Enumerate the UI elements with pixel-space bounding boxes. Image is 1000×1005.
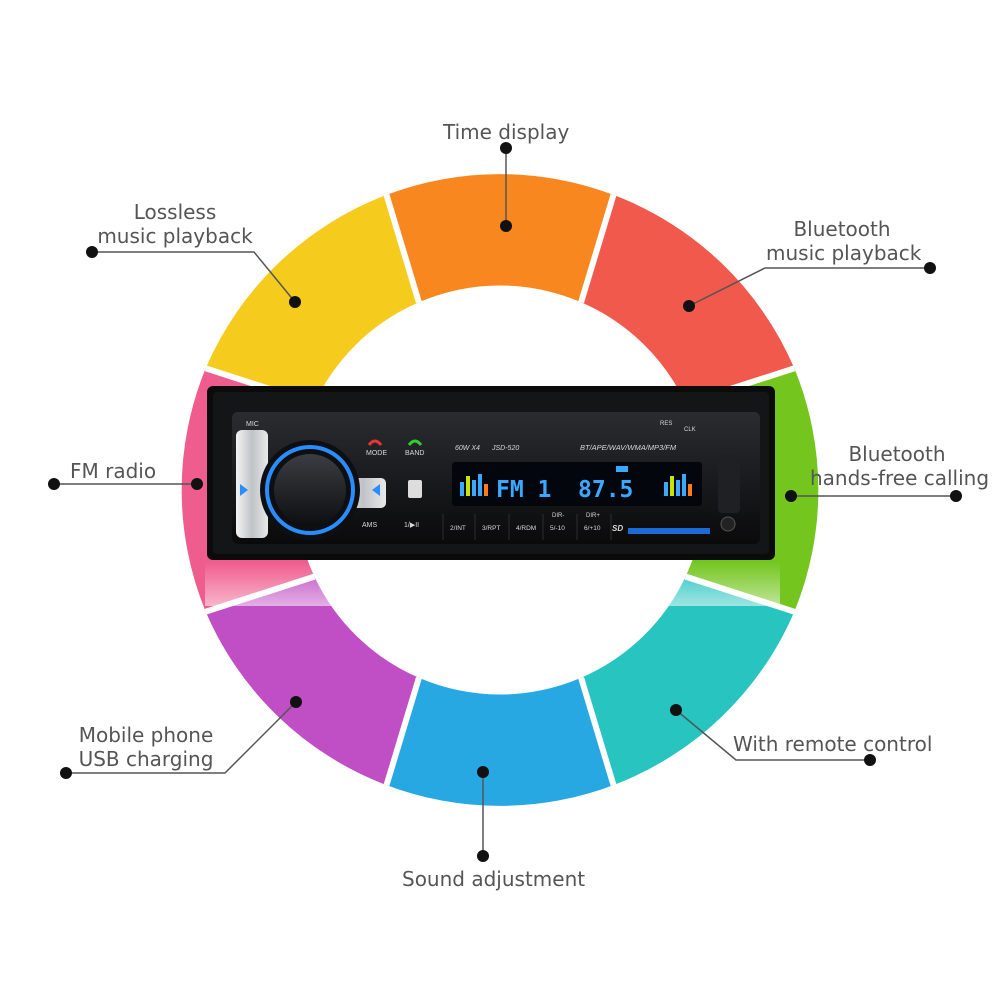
mic-label: MIC (246, 421, 259, 428)
lcd-display (452, 462, 702, 506)
answer-icon[interactable] (407, 439, 423, 446)
feature-usb-line2: USB charging (78, 747, 214, 771)
feature-time-display: Time display (443, 120, 570, 144)
usb-port[interactable] (718, 455, 740, 513)
leader-lines (54, 148, 956, 856)
ring-segment-orange (386, 174, 614, 303)
bluetooth-indicator (616, 466, 628, 472)
dir-plus-label: DIR+ (586, 513, 600, 519)
leader-dots (48, 142, 962, 862)
next-track-icon[interactable] (372, 484, 380, 496)
feature-usb-charging: Mobile phone USB charging (74, 723, 218, 771)
preset-3-button[interactable]: 3/RPT (482, 525, 500, 532)
hangup-icon[interactable] (367, 439, 383, 446)
feature-bt-music-line2: music playback (766, 241, 922, 265)
ir-receiver (408, 480, 422, 498)
sd-logo: SD (612, 524, 623, 533)
preset-key-dividers (442, 514, 612, 540)
preset-1-button[interactable]: 1/▶II (404, 522, 419, 529)
preset-6-button[interactable]: 6/+10 (584, 525, 601, 532)
feature-bt-calling-line2: hands-free calling (810, 466, 990, 490)
ring-segment-teal (581, 576, 795, 786)
volume-knob[interactable] (274, 454, 346, 526)
feature-bluetooth-calling: Bluetooth hands-free calling (810, 442, 990, 490)
feature-lossless-line2: music playback (97, 224, 253, 248)
preset-2-button[interactable]: 2/INT (450, 525, 466, 532)
ring-segment-yellow (205, 194, 419, 404)
feature-bluetooth-music: Bluetooth music playback (766, 217, 922, 265)
mode-button[interactable]: MODE (366, 450, 387, 457)
ring-segment-blue (386, 677, 614, 806)
dir-minus-label: DIR- (552, 513, 564, 519)
ams-button[interactable]: AMS (362, 522, 378, 529)
power-label: 60W X4 (455, 445, 480, 452)
aux-jack[interactable] (720, 516, 736, 532)
spectrum-right (664, 474, 692, 496)
feature-bt-calling-line1: Bluetooth (848, 442, 946, 466)
clk-button[interactable]: CLK (684, 427, 696, 433)
car-stereo: MIC MODE BAND AMS 1/▶II 2/INT 3/RPT 4/RD… (207, 386, 775, 560)
feature-sound-adjustment: Sound adjustment (402, 867, 586, 891)
feature-fm-radio: FM radio (70, 459, 157, 483)
ring-segment-purple (205, 576, 419, 786)
device-labels: MIC MODE BAND AMS 1/▶II 2/INT 3/RPT 4/RD… (246, 421, 696, 533)
band-button[interactable]: BAND (405, 450, 424, 457)
preset-5-button[interactable]: 5/-10 (550, 525, 565, 532)
feature-lossless-line1: Lossless (133, 200, 217, 224)
feature-lossless-playback: Lossless music playback (96, 200, 254, 248)
preset-4-button[interactable]: 4/RDM (516, 525, 536, 532)
prev-track-icon[interactable] (240, 484, 248, 496)
sd-slot[interactable] (628, 528, 710, 534)
res-button[interactable]: RES (660, 421, 672, 427)
volume-knob-ring (265, 445, 355, 535)
feature-bt-music-line1: Bluetooth (793, 217, 891, 241)
spectrum-left (460, 474, 488, 496)
reflection-band (205, 562, 780, 606)
display-band: FM 1 (496, 477, 551, 503)
lcd-readout: FM 1 87.5 (496, 477, 633, 503)
ring-segment-red (581, 194, 795, 404)
left-chrome-trim (236, 430, 268, 538)
display-frequency: 87.5 (578, 477, 633, 503)
feature-usb-line1: Mobile phone (78, 723, 214, 747)
formats-label: BT/APE/WAV/WMA/MP3/FM (580, 443, 677, 452)
feature-remote-control: With remote control (733, 732, 933, 756)
model-label: JSD-520 (491, 445, 519, 452)
